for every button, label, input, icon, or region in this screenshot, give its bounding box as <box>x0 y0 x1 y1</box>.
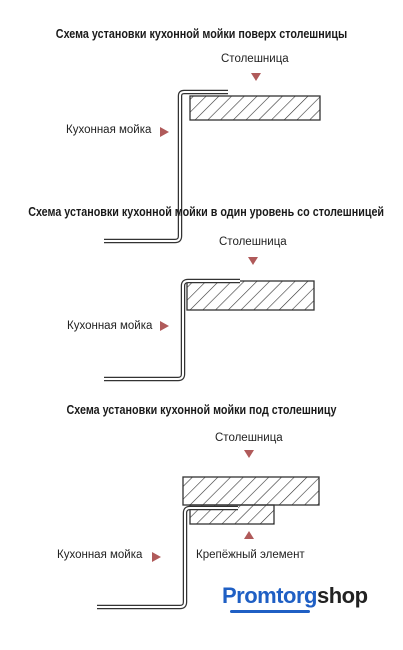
diagram-1-sink-label: Кухонная мойка <box>66 124 152 136</box>
diagram-2-countertop-label: Столешница <box>219 236 287 248</box>
diagram-1-countertop-arrow <box>251 73 261 81</box>
promtorgshop-logo: Promtorgshop <box>222 583 368 609</box>
diagram-2-drawing <box>104 257 315 382</box>
diagram-1-countertop <box>189 95 321 121</box>
diagram-3-countertop-arrow <box>244 450 254 458</box>
logo-part-2: shop <box>317 583 368 608</box>
diagram-2-title: Схема установки кухонной мойки в один ур… <box>28 205 385 219</box>
diagram-2-sink-label: Кухонная мойка <box>67 320 153 332</box>
diagram-2-countertop-arrow <box>248 257 258 265</box>
logo-underline <box>230 610 310 613</box>
diagram-3-countertop <box>182 476 320 506</box>
diagram-1-countertop-label: Столешница <box>221 53 289 65</box>
diagram-2-countertop <box>186 280 315 311</box>
diagram-3-countertop-label: Столешница <box>215 432 283 444</box>
logo-part-1: Promtorg <box>222 583 318 608</box>
diagram-3-title: Схема установки кухонной мойки под столе… <box>66 403 337 417</box>
diagram-3-fastener-arrow <box>244 531 254 539</box>
diagram-2-sink-arrow <box>160 321 169 331</box>
diagram-1-title: Схема установки кухонной мойки поверх ст… <box>55 27 348 41</box>
diagram-3-drawing <box>97 450 320 610</box>
diagram-3-sink-arrow <box>152 552 161 562</box>
diagram-1-drawing <box>104 73 321 244</box>
diagram-3-fastener-label: Крепёжный элемент <box>196 549 305 561</box>
diagram-3-sink-label: Кухонная мойка <box>57 549 143 561</box>
diagram-1-sink-arrow <box>160 127 169 137</box>
